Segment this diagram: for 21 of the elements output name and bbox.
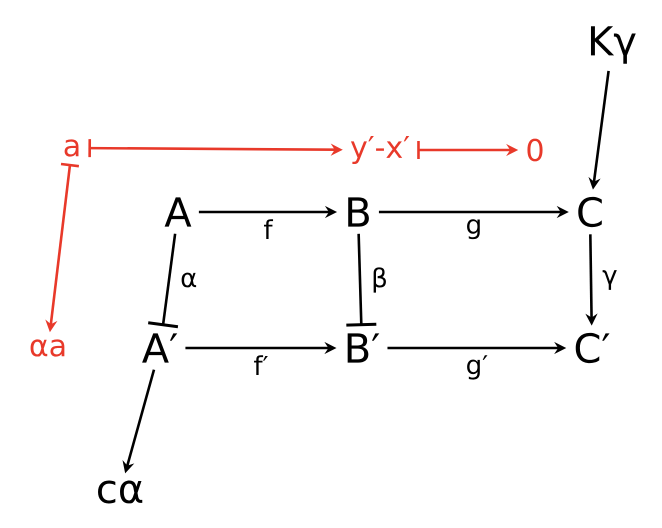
edge-label: g [467, 219, 480, 240]
math-symbol: A′ [142, 333, 178, 363]
math-symbol: αa [30, 339, 64, 357]
math-symbol: y′-x′ [350, 136, 410, 164]
edge-label: β [374, 267, 386, 293]
edge-label: f′ [254, 355, 268, 375]
edge-label: γ [602, 270, 617, 290]
math-symbol: A [164, 197, 192, 227]
edge-label: g′ [467, 355, 488, 380]
arrow [346, 234, 376, 327]
math-symbol: B [348, 197, 369, 227]
math-symbol: C′ [576, 332, 610, 364]
edge-label: f [264, 219, 274, 239]
math-symbol: C [578, 196, 602, 228]
math-symbol: a [64, 139, 78, 157]
math-symbol: 0 [527, 138, 543, 162]
math-symbol: Kγ [590, 26, 636, 64]
math-symbol: cα [98, 480, 142, 504]
arrow [148, 234, 178, 328]
math-symbol: B′ [348, 333, 380, 363]
edge-label: α [182, 272, 196, 288]
